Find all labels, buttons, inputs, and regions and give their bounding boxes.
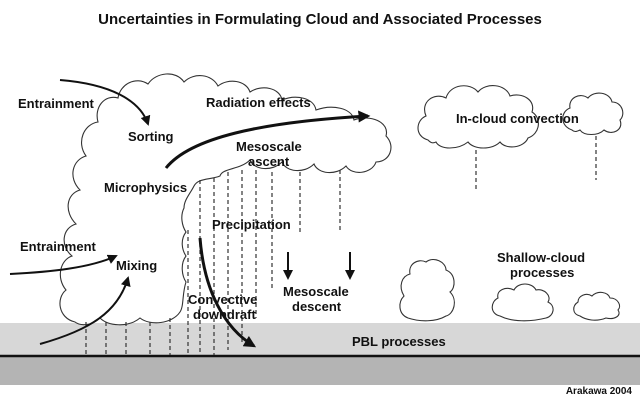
diagram-title: Uncertainties in Formulating Cloud and A… [98,11,542,28]
mesoscale-descent-label-1: Mesoscale [283,284,349,299]
mixing-label: Mixing [116,258,157,273]
microphysics-label: Microphysics [104,180,187,195]
shallow-cloud-label-2: processes [510,265,574,280]
mixing-updraft-arrow [39,276,131,345]
pbl-layer [0,323,640,355]
pbl-processes-label: PBL processes [352,334,446,349]
shallow-cloud-medium [491,283,554,322]
precipitation-label: Precipitation [212,217,291,232]
mesoscale-ascent-label-2: ascent [248,154,290,169]
sorting-label: Sorting [128,129,174,144]
mesoscale-ascent-label-1: Mesoscale [236,139,302,154]
convective-downdraft-label-2: downdraft [193,307,256,322]
shallow-cloud-tall [399,259,455,322]
convective-downdraft-arrow [198,237,257,348]
deep-convective-cloud [59,73,392,326]
shallow-cloud-label-1: Shallow-cloud [497,250,585,265]
entrainment-low-arrow [9,254,118,275]
credit-label: Arakawa 2004 [566,386,633,397]
convective-downdraft-label-1: Convective [188,292,257,307]
mesoscale-ascent-arrow [164,110,371,169]
in-cloud-convection-cloud [417,85,539,149]
shallow-cloud-small [573,291,621,321]
entrainment-top-arrow [59,79,151,126]
entrainment-top-label: Entrainment [18,96,95,111]
small-cloud-upper-right [562,92,624,136]
radiation-effects-label: Radiation effects [206,95,311,110]
in-cloud-convection-label: In-cloud convection [456,111,579,126]
mesoscale-descent-label-2: descent [292,299,342,314]
entrainment-low-label: Entrainment [20,239,97,254]
ground [0,357,640,385]
